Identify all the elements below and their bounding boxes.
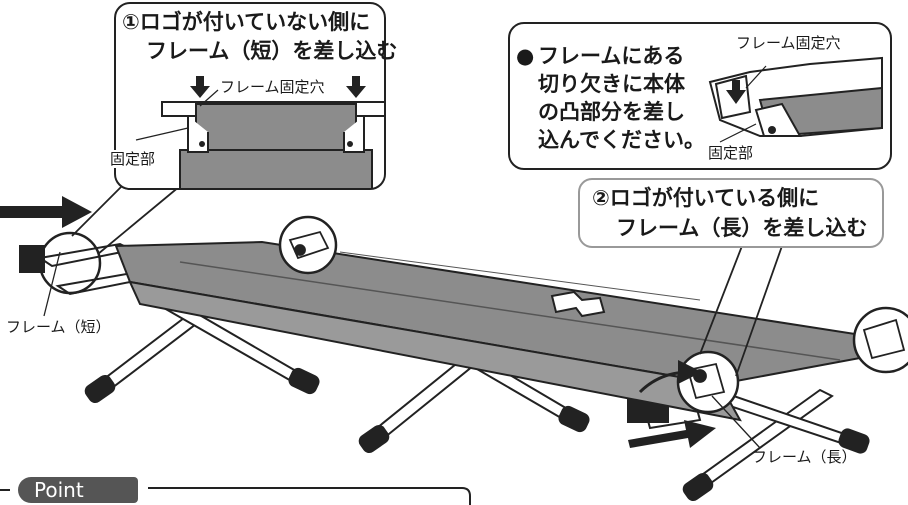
callout-long-frame: ②ロゴが付いている側に フレーム（長）を差し込む (578, 178, 884, 248)
instruction-line-1: フレームにある (538, 44, 685, 68)
frame-short-label: フレーム（短） (6, 318, 111, 336)
instruction-line-2: 切り欠きに本体 (538, 72, 685, 96)
instruction-line-3: の凸部分を差し (538, 100, 685, 124)
short-frame-detail (135, 76, 384, 188)
fixing-part-label: 固定部 (108, 150, 158, 168)
center-bracket (550, 290, 606, 318)
frame-long-label: フレーム（長） (752, 448, 857, 466)
notch-detail (708, 56, 883, 143)
callout-short-frame: ①ロゴが付いていない側に フレーム（短）を差し込む フレーム固定穴 (114, 2, 397, 190)
frame-hole-label-right: フレーム固定穴 (736, 34, 841, 52)
callout-pointers (71, 185, 783, 377)
point-tab (18, 477, 138, 503)
callout-short-title-2: フレーム（短）を差し込む (146, 39, 398, 63)
down-arrow-icon (190, 76, 366, 98)
instruction-line-4: 込んでください。 (538, 128, 705, 152)
point-label: Point (34, 478, 84, 502)
bullet-icon: ● (516, 44, 535, 68)
callout-long-title-1: ②ロゴが付いている側に (592, 186, 820, 210)
callout-instruction: ● フレームにある 切り欠きに本体 の凸部分を差し 込んでください。 フレーム固… (508, 22, 892, 170)
point-box-outline (0, 487, 471, 505)
fixing-part-label-right: 固定部 (708, 144, 754, 162)
down-arrow-icon (726, 80, 746, 104)
callout-short-title-1: ①ロゴが付いていない側に (122, 10, 371, 34)
frame-hole-label: フレーム固定穴 (220, 78, 325, 96)
callout-long-title-2: フレーム（長）を差し込む (616, 216, 868, 240)
insertion-arrows (0, 196, 716, 448)
